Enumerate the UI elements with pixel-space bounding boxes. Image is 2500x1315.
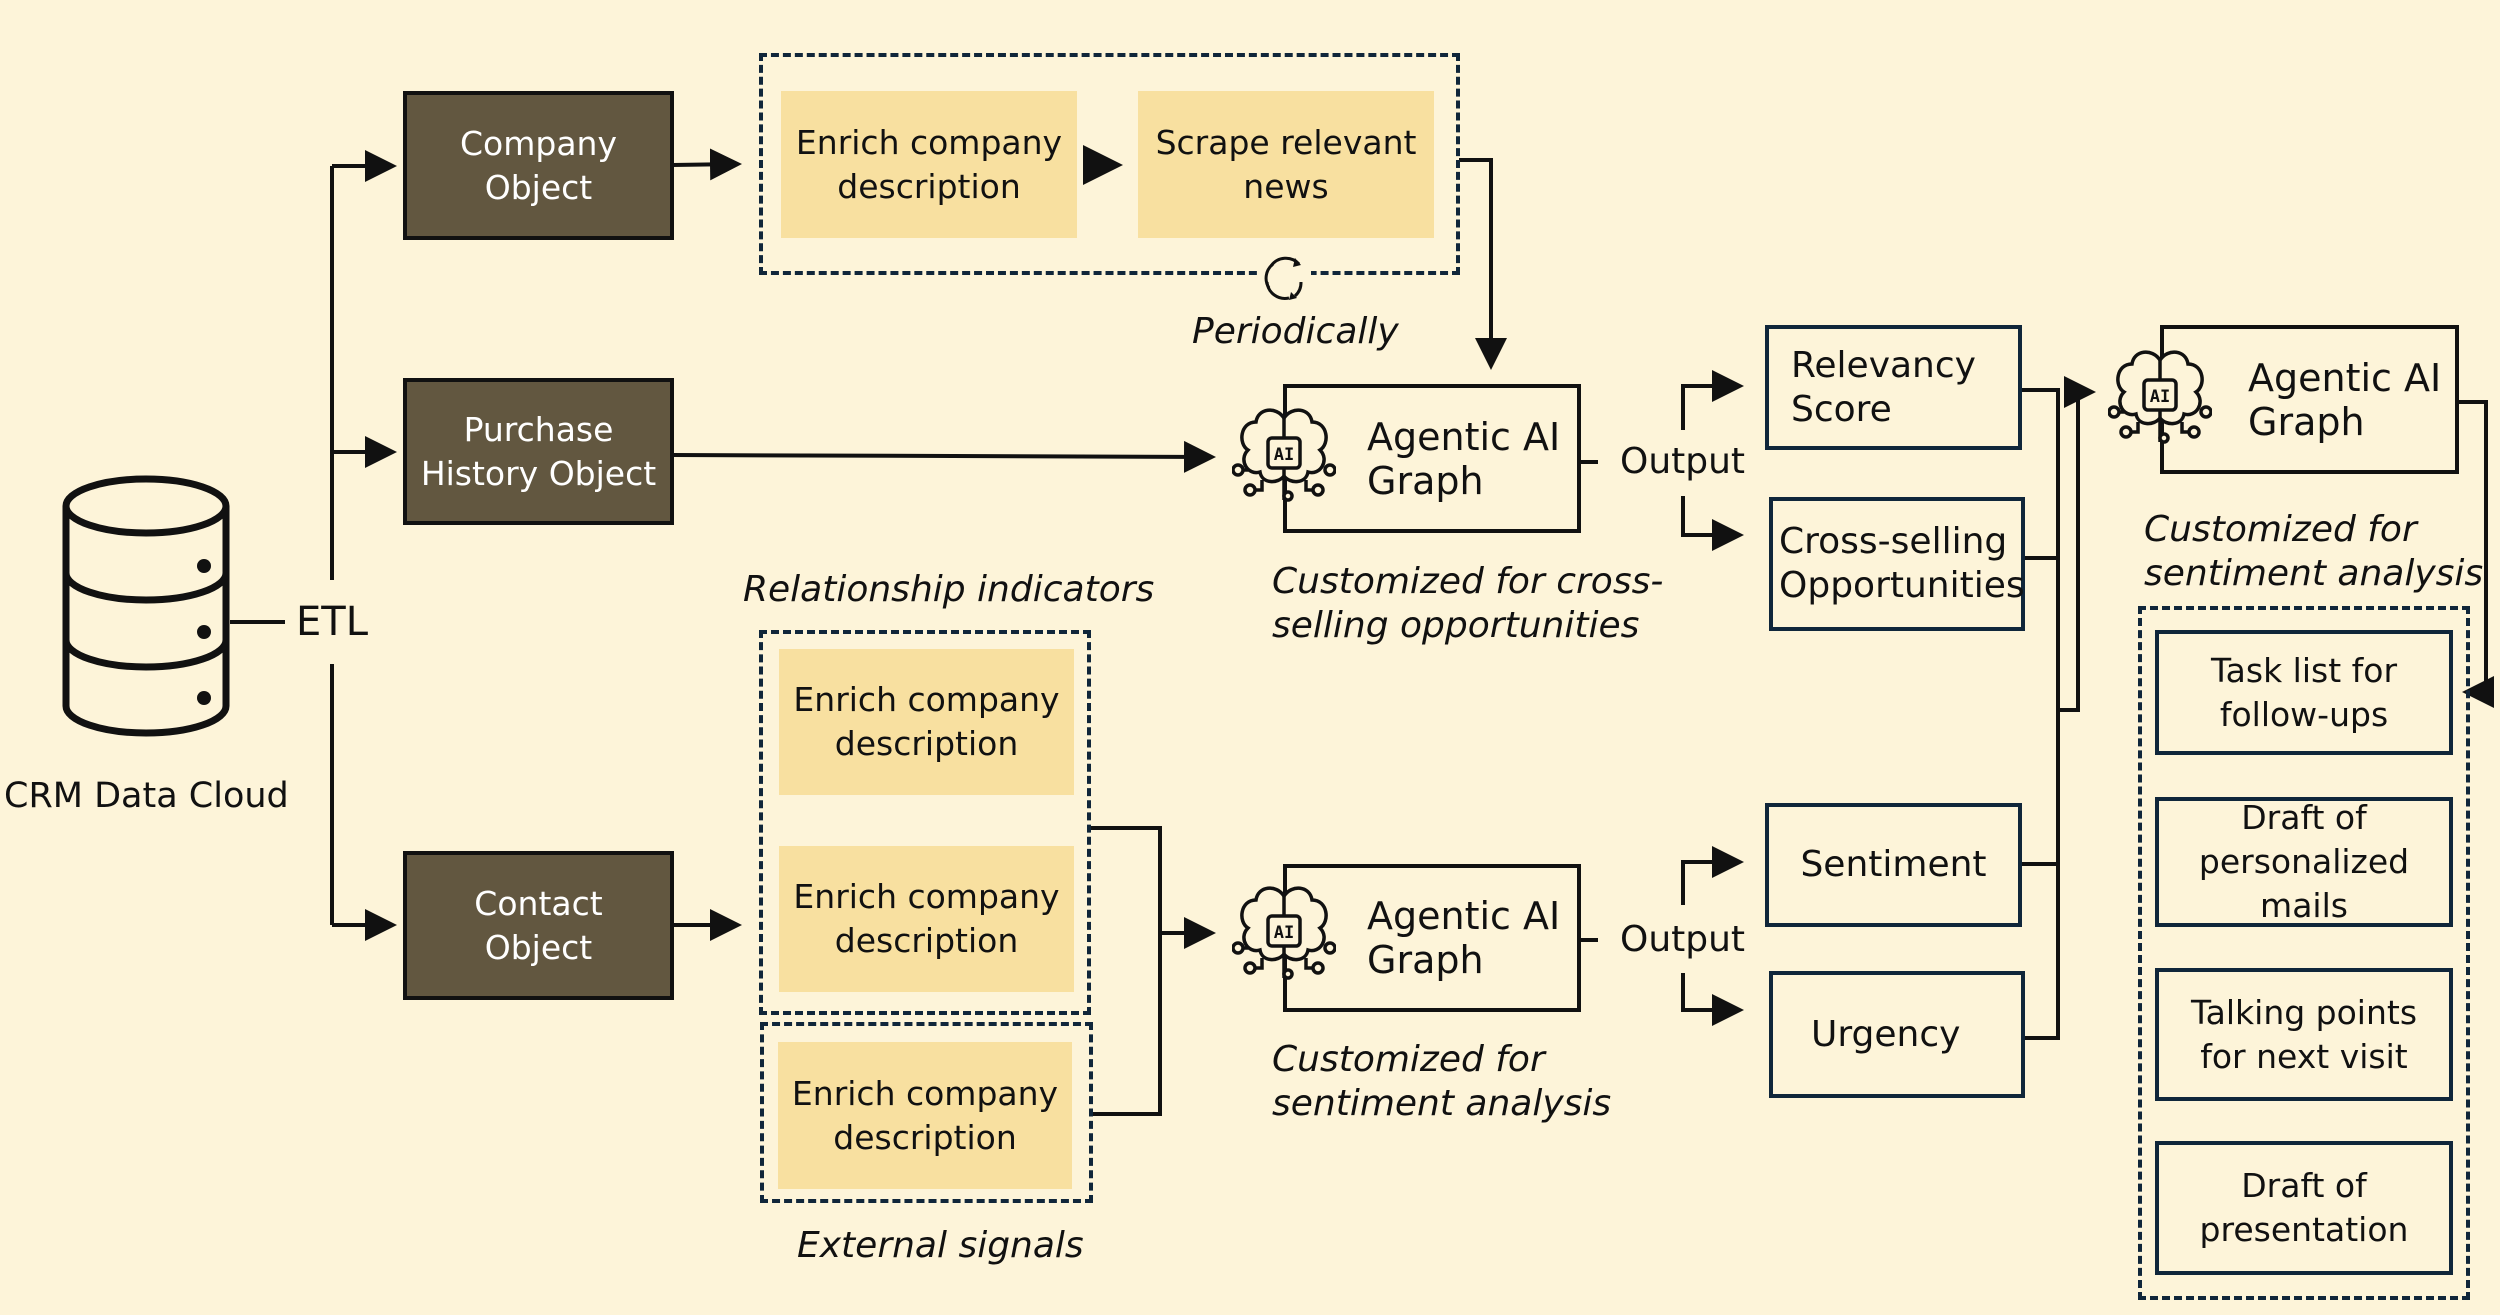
deliverables-group (2138, 606, 2470, 1300)
scrape-news-step[interactable]: Scrape relevant news (1138, 91, 1434, 238)
database-icon (62, 475, 230, 737)
ai-brain-icon: AI (2108, 350, 2212, 444)
output-label-1: Output (1620, 441, 1746, 482)
agentic-ai-graph-cross-selling[interactable]: Agentic AI Graph (1283, 384, 1581, 533)
svg-text:AI: AI (2150, 387, 2170, 407)
purchase-history-object-box[interactable]: Purchase History Object (403, 378, 674, 525)
personalized-mails-deliverable[interactable]: Draft of personalized mails (2155, 797, 2453, 927)
svg-text:AI: AI (1274, 923, 1294, 943)
ai-brain-icon: AI (1232, 408, 1336, 502)
rel-group-bracket (1090, 826, 1162, 1116)
output2-to-sentiment (1681, 846, 1744, 905)
relationship-enrich-step-2[interactable]: Enrich company description (779, 846, 1074, 992)
collector-to-agent3 (2058, 376, 2096, 712)
output1-to-relevancy (1681, 370, 1744, 430)
agentic-ai-graph-sentiment[interactable]: Agentic AI Graph (1283, 864, 1581, 1012)
enrich-company-step[interactable]: Enrich company description (781, 91, 1077, 238)
output2-to-urgency (1681, 973, 1744, 1026)
sentiment-box[interactable]: Sentiment (1765, 803, 2022, 927)
cross-selling-opportunities-box[interactable]: Cross-selling Opportunities (1769, 497, 2025, 631)
urgency-box[interactable]: Urgency (1769, 971, 2025, 1098)
company-to-pipeline (672, 148, 742, 181)
relationship-indicators-group (759, 630, 1091, 1015)
presentation-deliverable[interactable]: Draft of presentation (2155, 1141, 2453, 1275)
external-enrich-step[interactable]: Enrich company description (778, 1042, 1072, 1189)
relationship-enrich-step-1[interactable]: Enrich company description (779, 649, 1074, 795)
company-object-box[interactable]: Company Object (403, 91, 674, 240)
contact-object-box[interactable]: Contact Object (403, 851, 674, 1000)
ai-brain-icon: AI (1232, 886, 1336, 980)
relevancy-score-box[interactable]: Relevancy Score (1765, 325, 2022, 450)
agent3-to-deliverables (2458, 400, 2494, 708)
refresh-cycle-icon (1259, 252, 1311, 304)
pipeline-to-agent1 (1459, 158, 1507, 370)
output-label-2: Output (1620, 919, 1746, 960)
task-list-deliverable[interactable]: Task list for follow-ups (2155, 630, 2453, 755)
source-label: CRM Data Cloud (4, 776, 289, 816)
relationship-indicators-caption: Relationship indicators (743, 569, 1155, 610)
external-signals-caption: External signals (797, 1225, 1084, 1266)
agentic-ai-graph-final[interactable]: Agentic AI Graph (2160, 325, 2459, 474)
periodically-caption: Periodically (1192, 311, 1399, 352)
etl-label: ETL (296, 599, 368, 645)
external-signals-group (760, 1022, 1093, 1203)
purchase-to-agent1 (672, 440, 1216, 473)
sentiment-agent-caption: Customized for sentiment analysis (1272, 1039, 1612, 1124)
output1-to-crossselling (1681, 496, 1744, 551)
svg-text:AI: AI (1274, 445, 1294, 465)
cross-selling-agent-caption: Customized for cross- selling opportunit… (1272, 561, 1664, 646)
final-agent-caption: Customized for sentiment analysis (2144, 509, 2484, 594)
talking-points-deliverable[interactable]: Talking points for next visit (2155, 968, 2453, 1101)
company-pipeline-group (759, 53, 1460, 275)
